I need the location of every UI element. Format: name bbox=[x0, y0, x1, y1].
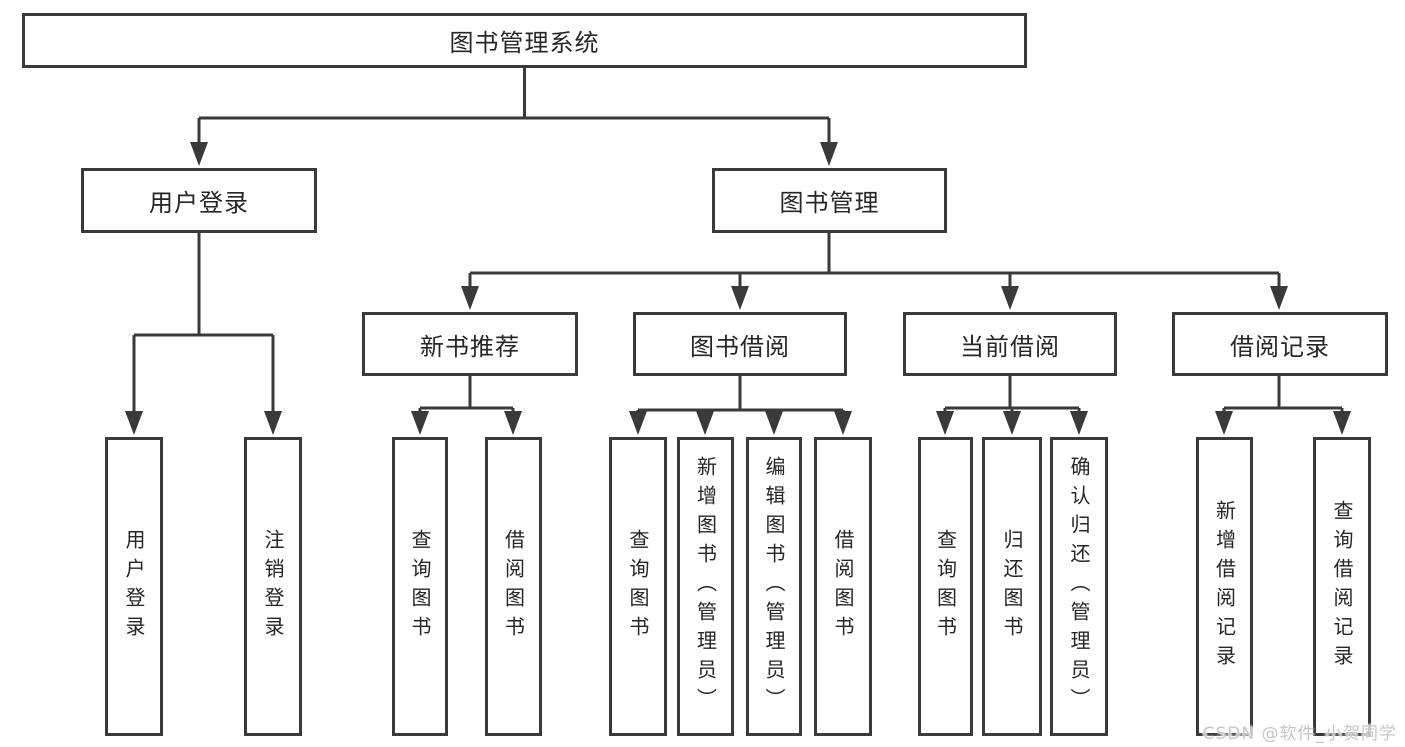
leaf-query-books-recommend: 查询图书 bbox=[392, 437, 448, 736]
leaf-borrow-books-label: 借阅图书 bbox=[831, 528, 855, 645]
node-new-book-recommend: 新书推荐 bbox=[362, 312, 578, 376]
leaf-add-borrow-record-label: 新增借阅记录 bbox=[1212, 499, 1237, 674]
arrow-down-icon bbox=[264, 411, 282, 435]
arrow-down-icon bbox=[936, 411, 954, 435]
arrow-down-icon bbox=[1070, 411, 1088, 435]
leaf-confirm-return-admin-label: 确认归还（管理员） bbox=[1067, 456, 1091, 717]
arrowheads bbox=[125, 142, 1351, 435]
node-root-label: 图书管理系统 bbox=[449, 29, 600, 57]
arrow-down-icon bbox=[1270, 286, 1288, 310]
leaf-query-books-borrow-label: 查询图书 bbox=[626, 528, 650, 645]
node-book-management: 图书管理 bbox=[712, 168, 947, 233]
leaf-return-books: 归还图书 bbox=[982, 437, 1042, 736]
node-root: 图书管理系统 bbox=[22, 13, 1027, 68]
leaf-add-book-admin: 新增图书（管理员） bbox=[677, 437, 734, 736]
arrow-down-icon bbox=[765, 411, 783, 435]
node-current-borrow: 当前借阅 bbox=[903, 312, 1117, 376]
node-user-login: 用户登录 bbox=[81, 168, 317, 233]
leaf-query-borrow-record-label: 查询借阅记录 bbox=[1330, 499, 1354, 674]
arrow-down-icon bbox=[1333, 411, 1351, 435]
csdn-watermark: CSDN @软件_小贺同学 bbox=[1202, 724, 1397, 744]
arrow-down-icon bbox=[820, 142, 838, 166]
leaf-query-books-current: 查询图书 bbox=[918, 437, 973, 736]
arrow-down-icon bbox=[461, 286, 479, 310]
leaf-borrow-books-recommend: 借阅图书 bbox=[485, 437, 542, 736]
arrow-down-icon bbox=[190, 142, 208, 166]
leaf-query-books-recommend-label: 查询图书 bbox=[408, 528, 432, 645]
node-user-login-label: 用户登录 bbox=[149, 189, 249, 217]
arrow-down-icon bbox=[1001, 286, 1019, 310]
arrow-down-icon bbox=[1215, 411, 1233, 435]
leaf-query-books-current-label: 查询图书 bbox=[933, 528, 958, 645]
leaf-add-borrow-record: 新增借阅记录 bbox=[1196, 437, 1253, 736]
leaf-add-book-admin-label: 新增图书（管理员） bbox=[693, 456, 718, 717]
arrow-down-icon bbox=[125, 411, 143, 435]
leaf-query-borrow-record: 查询借阅记录 bbox=[1313, 437, 1371, 736]
leaf-user-login-label: 用户登录 bbox=[122, 528, 146, 645]
node-book-management-label: 图书管理 bbox=[779, 189, 880, 217]
leaf-query-books-borrow: 查询图书 bbox=[609, 437, 667, 736]
node-borrow-records: 借阅记录 bbox=[1172, 312, 1388, 376]
node-book-borrow-label: 图书借阅 bbox=[690, 332, 790, 361]
arrow-down-icon bbox=[1003, 411, 1021, 435]
leaf-logout: 注销登录 bbox=[244, 437, 302, 736]
leaf-borrow-books: 借阅图书 bbox=[814, 437, 872, 736]
leaf-edit-book-admin: 编辑图书（管理员） bbox=[746, 437, 802, 736]
node-current-borrow-label: 当前借阅 bbox=[960, 332, 1060, 361]
node-borrow-records-label: 借阅记录 bbox=[1230, 332, 1330, 361]
leaf-borrow-books-recommend-label: 借阅图书 bbox=[501, 528, 526, 645]
node-new-book-recommend-label: 新书推荐 bbox=[420, 332, 520, 361]
arrow-down-icon bbox=[629, 411, 647, 435]
node-book-borrow: 图书借阅 bbox=[633, 312, 847, 376]
arrow-down-icon bbox=[696, 411, 714, 435]
leaf-return-books-label: 归还图书 bbox=[1000, 528, 1024, 645]
arrow-down-icon bbox=[834, 411, 852, 435]
leaf-user-login: 用户登录 bbox=[105, 437, 163, 736]
arrow-down-icon bbox=[731, 286, 749, 310]
leaf-confirm-return-admin: 确认归还（管理员） bbox=[1050, 437, 1108, 736]
leaf-logout-label: 注销登录 bbox=[261, 528, 285, 645]
leaf-edit-book-admin-label: 编辑图书（管理员） bbox=[762, 456, 786, 717]
arrow-down-icon bbox=[411, 411, 429, 435]
arrow-down-icon bbox=[504, 411, 522, 435]
